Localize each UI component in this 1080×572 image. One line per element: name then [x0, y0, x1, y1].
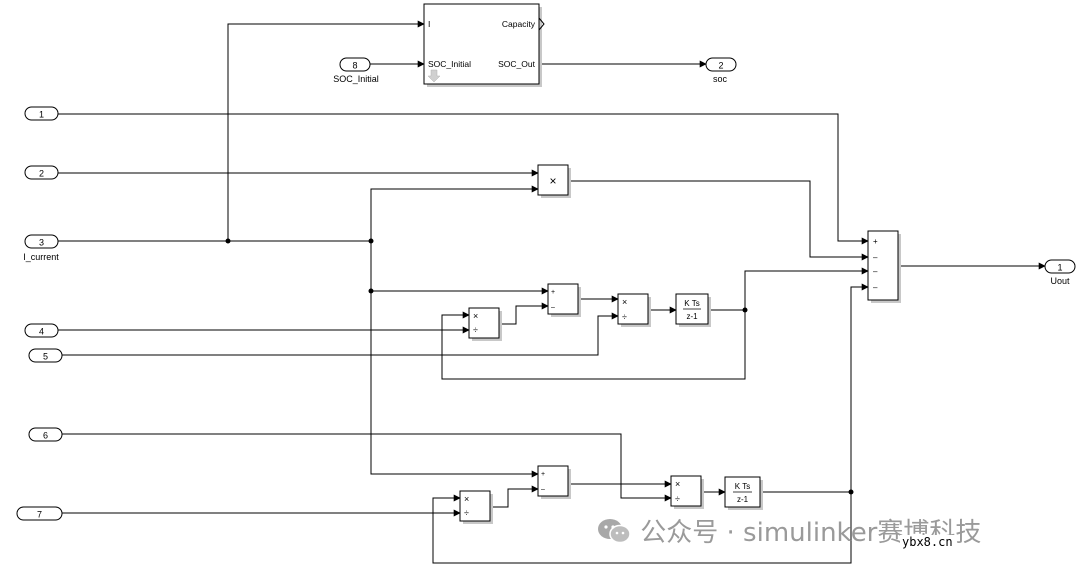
product-symbol: ×: [464, 494, 469, 504]
divide-block-2[interactable]: × ÷: [459, 490, 493, 524]
wire-icurrent-to-soc[interactable]: [227, 20, 425, 241]
product-block-top[interactable]: ×: [537, 164, 571, 198]
wire-mul-sum[interactable]: [569, 180, 869, 261]
inport-number: 1: [39, 110, 44, 120]
inport-5[interactable]: 5: [28, 348, 63, 363]
wire-int2-sum[interactable]: [850, 283, 869, 492]
wire-div1-sum1[interactable]: [500, 302, 549, 325]
soc-subsystem-block[interactable]: I SOC_Initial Capacity SOC_Out: [423, 3, 545, 87]
junction-dot: [225, 238, 231, 244]
sum-sign-plus: +: [541, 471, 545, 478]
sum-sign-minus: –: [873, 267, 878, 276]
muldiv-block-1[interactable]: × ÷: [617, 293, 651, 327]
wire-icurrent-to-sum2[interactable]: [370, 291, 539, 478]
sum-sign-plus: +: [551, 289, 555, 296]
inport-number: 4: [39, 327, 44, 337]
wire-icurrent-to-mul-top[interactable]: [370, 185, 539, 241]
soc-port-out-capacity: Capacity: [502, 19, 536, 29]
outport-number: 1: [1057, 263, 1062, 273]
inport-label: I_current: [23, 252, 59, 262]
integrator-numerator: K Ts: [735, 482, 750, 491]
sum-sign-plus: +: [873, 237, 878, 246]
wechat-icon: [598, 519, 631, 544]
outport-1-uout[interactable]: 1 Uout: [1044, 259, 1076, 286]
junction-dot: [848, 489, 854, 495]
sum-sign-minus: –: [541, 486, 545, 493]
inport-number: 5: [43, 352, 48, 362]
site-watermark: ybx8.cn: [900, 535, 955, 549]
junction-dot: [368, 238, 374, 244]
sum-sign-minus: –: [873, 283, 878, 292]
inport-3[interactable]: 3 I_current: [23, 234, 59, 262]
down-arrow-icon: [427, 69, 441, 83]
junction-dot: [368, 288, 374, 294]
wire-int1-sum[interactable]: [744, 267, 869, 310]
divide-symbol: ÷: [473, 325, 478, 335]
soc-port-out-socout: SOC_Out: [498, 59, 535, 69]
product-symbol: ×: [549, 174, 556, 188]
junction-dot: [742, 307, 748, 313]
integrator-numerator: K Ts: [684, 299, 699, 308]
inport-number: 6: [43, 431, 48, 441]
soc-port-in-socinitial: SOC_Initial: [428, 59, 471, 69]
wire-int1-feedback[interactable]: [441, 309, 746, 380]
sum-block-main[interactable]: + – – –: [867, 230, 901, 303]
divide-symbol: ÷: [675, 494, 680, 504]
signal-lines: [58, 20, 1046, 564]
integrator-denominator: z-1: [737, 495, 749, 504]
outport-label: Uout: [1050, 276, 1070, 286]
integrator-block-2[interactable]: K Ts z-1: [724, 476, 763, 510]
inport-6[interactable]: 6: [28, 427, 63, 442]
product-symbol: ×: [622, 297, 627, 307]
wire-div2-sum2[interactable]: [491, 485, 539, 508]
integrator-denominator: z-1: [686, 312, 698, 321]
inport-4[interactable]: 4: [24, 323, 59, 338]
inport-8[interactable]: 8 SOC_Initial: [333, 57, 379, 84]
divide-symbol: ÷: [622, 312, 627, 322]
inport-2[interactable]: 2: [24, 165, 59, 180]
sum-block-2[interactable]: + –: [537, 465, 571, 499]
outport-number: 2: [718, 61, 723, 71]
inport-label: SOC_Initial: [333, 74, 379, 84]
wire-icurrent-to-sum1[interactable]: [370, 241, 549, 295]
wire-in5-muldiv1[interactable]: [62, 312, 619, 356]
sum-sign-minus: –: [873, 253, 878, 262]
outport-2-soc[interactable]: 2 soc: [705, 57, 737, 84]
divide-block-1[interactable]: × ÷: [468, 307, 502, 341]
product-symbol: ×: [675, 479, 680, 489]
soc-port-in-i: I: [428, 19, 430, 29]
outport-label: soc: [713, 74, 728, 84]
sum-block-1[interactable]: + –: [547, 283, 581, 317]
integrator-block-1[interactable]: K Ts z-1: [675, 293, 711, 327]
junction-dots: [225, 238, 854, 495]
wire-int2-feedback[interactable]: [432, 491, 852, 564]
inport-number: 7: [37, 510, 42, 520]
muldiv-block-2[interactable]: × ÷: [670, 475, 704, 509]
sum-sign-minus: –: [551, 304, 555, 311]
wire-in1-sum[interactable]: [58, 113, 869, 245]
inport-number: 8: [352, 61, 357, 71]
divide-symbol: ÷: [464, 508, 469, 518]
inport-number: 3: [39, 238, 44, 248]
inport-1[interactable]: 1: [24, 106, 59, 121]
wire-in6-muldiv2[interactable]: [62, 433, 672, 502]
inport-7[interactable]: 7: [16, 506, 63, 521]
product-symbol: ×: [473, 311, 478, 321]
inport-number: 2: [39, 169, 44, 179]
capacity-port-arrow-icon: [538, 17, 545, 31]
